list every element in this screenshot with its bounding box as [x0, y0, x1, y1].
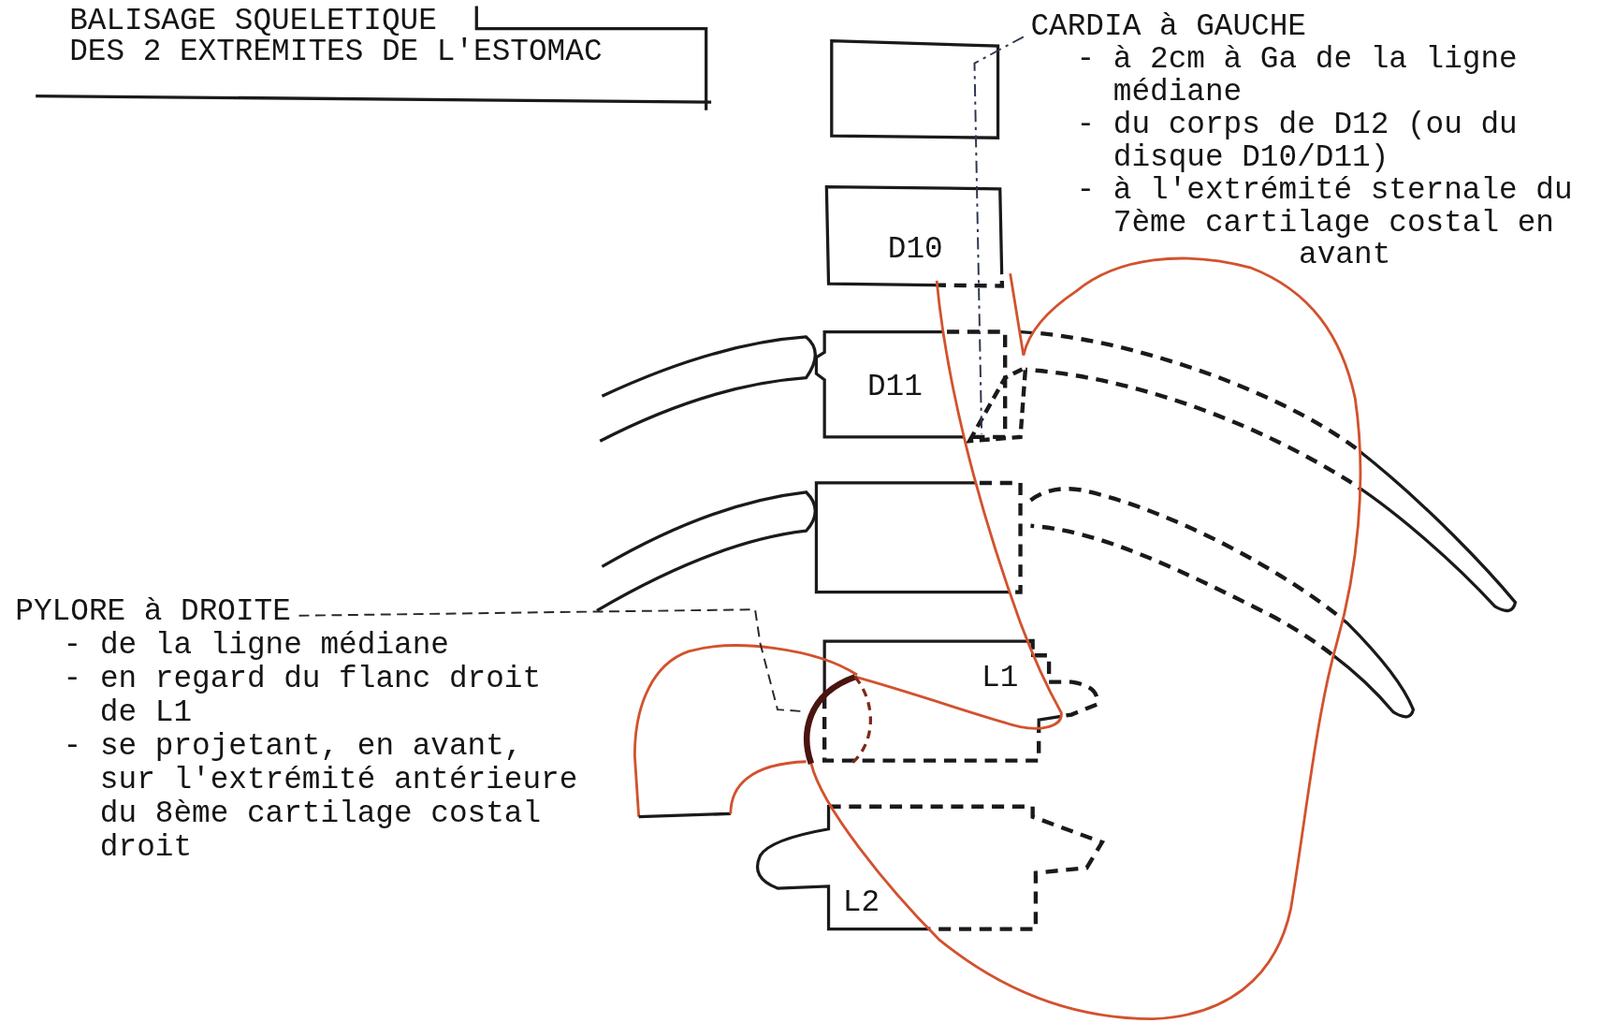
note-heading: CARDIA à GAUCHE — [1030, 10, 1576, 44]
diagram-title: BALISAGE SQUELETIQUE DES 2 EXTREMITES DE… — [69, 4, 602, 69]
note-bullet: - du corps de D12 (ou du disque D10/D11) — [1076, 108, 1577, 175]
vertebra-label: L1 — [981, 662, 1019, 694]
pylorus-ring-hidden — [848, 676, 871, 766]
vertebra-label-group: L2 — [843, 887, 880, 918]
note-bullet: - à l'extrémité sternale du 7ème cartila… — [1076, 173, 1577, 272]
pylorus-note: PYLORE à DROITE- de la ligne médiane- en… — [14, 595, 582, 865]
duodenum-outline — [730, 761, 807, 815]
cardia-leader — [974, 36, 1023, 434]
pylorus-ring — [806, 676, 856, 764]
title-underline — [35, 96, 712, 103]
note-bullet: - en regard du flanc droit de L1 — [63, 662, 582, 730]
note-bullet: - à 2cm à Ga de la ligne médiane — [1076, 43, 1577, 109]
duodenum-outline — [634, 645, 858, 817]
cardia-note: CARDIA à GAUCHE- à 2cm à Ga de la ligne … — [1030, 10, 1576, 272]
vertebra-label-group: D10 — [887, 233, 944, 265]
duodenum-edge — [639, 813, 731, 816]
title-block: BALISAGE SQUELETIQUE DES 2 EXTREMITES DE… — [69, 4, 602, 69]
vertebra-label-group: L1 — [981, 662, 1019, 694]
vertebra-label: L2 — [843, 887, 880, 918]
note-heading: PYLORE à DROITE — [14, 595, 582, 629]
vertebra-label: D11 — [867, 371, 923, 403]
stomach-outline — [806, 258, 1361, 1019]
note-bullet: - de la ligne médiane — [63, 628, 582, 663]
vertebra-label: D10 — [887, 233, 944, 265]
cardia-marker — [969, 367, 1026, 442]
note-bullet: - se projetant, en avant, sur l'extrémit… — [63, 729, 582, 865]
vertebra-label-group: D11 — [867, 371, 923, 403]
